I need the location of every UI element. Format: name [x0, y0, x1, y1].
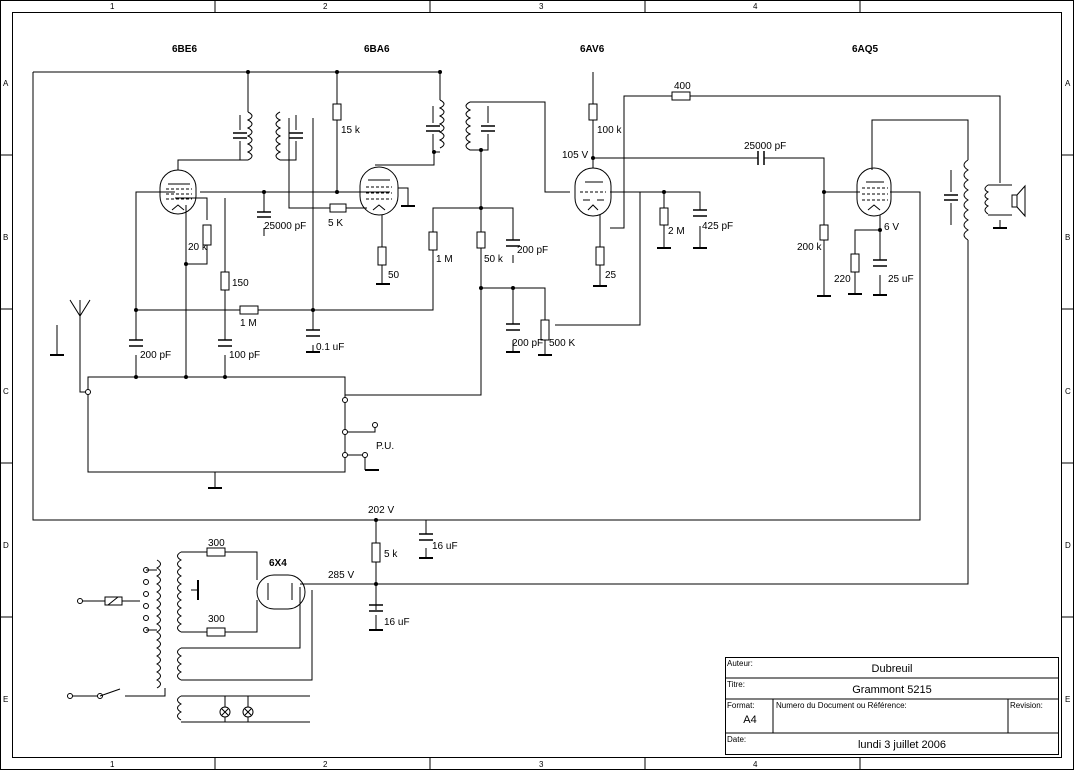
- voltage-105v: 105 V: [562, 150, 588, 161]
- title-block-revision-label: Revision:: [1010, 701, 1043, 710]
- title-block-docnum-label: Numero du Document ou Référence:: [776, 701, 907, 710]
- label-c-25uf: 25 uF: [888, 274, 914, 285]
- label-r-400: 400: [674, 81, 691, 92]
- zone-row-d-right: D: [1065, 541, 1071, 550]
- label-r-300-bottom: 300: [208, 614, 225, 625]
- tube-label-6av6: 6AV6: [580, 44, 605, 55]
- label-r-50-cathode: 50: [388, 270, 400, 281]
- label-c-0-1uf: 0.1 uF: [316, 342, 344, 353]
- junction-dots: [134, 70, 882, 586]
- zone-col-3-top: 3: [539, 2, 544, 11]
- misc-symbols: [69, 184, 1026, 722]
- title-block: [725, 657, 1059, 755]
- label-c-16uf-top: 16 uF: [432, 541, 458, 552]
- tube-label-6be6: 6BE6: [172, 44, 197, 55]
- title-block-date-label: Date:: [727, 735, 746, 744]
- label-c-200pf-osc: 200 pF: [140, 350, 171, 361]
- pickup-label: P.U.: [376, 441, 394, 452]
- zone-col-1-bottom: 1: [110, 760, 115, 769]
- label-r-100k: 100 k: [597, 125, 622, 136]
- label-r-25: 25: [605, 270, 617, 281]
- zone-row-b-right: B: [1065, 233, 1070, 242]
- label-r-5k-grid: 5 K: [328, 218, 343, 229]
- label-c-25000pf-screen: 25000 pF: [264, 221, 306, 232]
- label-c-16uf-bottom: 16 uF: [384, 617, 410, 628]
- label-c-25000pf-coupling: 25000 pF: [744, 141, 786, 152]
- voltage-285v: 285 V: [328, 570, 354, 581]
- label-pot-500k: 500 K: [549, 338, 575, 349]
- label-r-15k: 15 k: [341, 125, 361, 136]
- ground-symbols: [50, 205, 1007, 631]
- label-r-300-top: 300: [208, 538, 225, 549]
- zone-row-a-left: A: [3, 79, 9, 88]
- zone-col-2-bottom: 2: [323, 760, 328, 769]
- voltage-6v: 6 V: [884, 222, 899, 233]
- title-block-author: Dubreuil: [872, 663, 913, 675]
- zone-row-c-right: C: [1065, 387, 1071, 396]
- zone-row-e-left: E: [3, 695, 8, 704]
- label-r-20k: 20 k: [188, 242, 208, 253]
- zone-col-3-bottom: 3: [539, 760, 544, 769]
- label-r-200k: 200 k: [797, 242, 822, 253]
- zone-labels: 1 2 3 4 1 2 3 4 A B C D E A B C D E: [3, 2, 1071, 769]
- tube-6x4-symbol: [256, 574, 306, 610]
- tube-6be6-symbol: [159, 169, 197, 215]
- label-r-220: 220: [834, 274, 851, 285]
- coils: [146, 99, 989, 721]
- zone-row-e-right: E: [1065, 695, 1070, 704]
- label-r-1m-detector: 1 M: [436, 254, 453, 265]
- label-r-5k-filter: 5 k: [384, 549, 398, 560]
- title-block-format-label: Format:: [727, 701, 755, 710]
- title-block-title: Grammont 5215: [852, 684, 931, 696]
- label-r-150: 150: [232, 278, 249, 289]
- label-c-200pf-volume: 200 pF: [512, 338, 543, 349]
- tube-6ba6-symbol: [359, 166, 399, 216]
- title-block-author-label: Auteur:: [727, 659, 753, 668]
- tube-6aq5-symbol: [856, 167, 892, 217]
- label-c-425pf: 425 pF: [702, 221, 733, 232]
- label-c-200pf-detector: 200 pF: [517, 245, 548, 256]
- zone-col-4-bottom: 4: [753, 760, 758, 769]
- zone-col-2-top: 2: [323, 2, 328, 11]
- transformer-core: [191, 580, 199, 600]
- title-block-format: A4: [743, 714, 756, 726]
- zone-row-d-left: D: [3, 541, 9, 550]
- terminals: [67, 389, 378, 699]
- label-c-100pf: 100 pF: [229, 350, 260, 361]
- tube-6av6-symbol: [574, 167, 612, 217]
- title-block-date: lundi 3 juillet 2006: [858, 739, 946, 751]
- capacitor-plates: [129, 125, 958, 612]
- zone-row-b-left: B: [3, 233, 8, 242]
- voltage-202v: 202 V: [368, 505, 394, 516]
- zone-col-1-top: 1: [110, 2, 115, 11]
- tube-label-6x4: 6X4: [269, 558, 287, 569]
- label-r-1m-avc: 1 M: [240, 318, 257, 329]
- tube-label-6ba6: 6BA6: [364, 44, 390, 55]
- zone-row-c-left: C: [3, 387, 9, 396]
- resistor-bodies: [104, 91, 860, 637]
- title-block-title-label: Titre:: [727, 680, 745, 689]
- label-r-2m: 2 M: [668, 226, 685, 237]
- tube-label-6aq5: 6AQ5: [852, 44, 879, 55]
- zone-col-4-top: 4: [753, 2, 758, 11]
- zone-row-a-right: A: [1065, 79, 1071, 88]
- label-r-50k: 50 k: [484, 254, 504, 265]
